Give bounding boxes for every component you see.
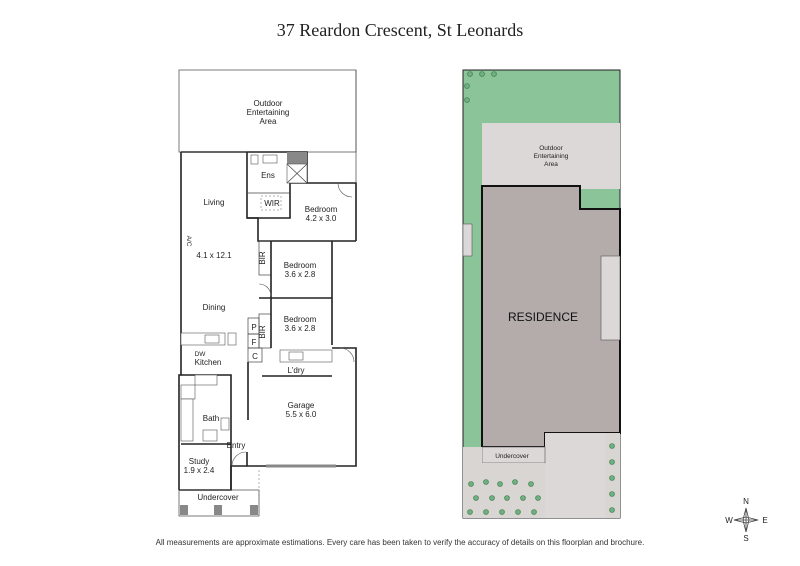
dining-label: Dining [203,303,226,312]
compass-s: S [743,534,748,543]
study-size: 1.9 x 2.4 [184,466,215,475]
living-label: Living [204,198,225,207]
residence-label: RESIDENCE [508,310,578,324]
wir-label: WIR [264,199,280,208]
outdoor-label-1: Outdoor [254,99,283,108]
north-wall [181,151,357,241]
laundry-label: L'dry [287,366,304,375]
entry-label: Entry [227,441,246,450]
fridge-label: F [252,338,257,347]
driveway [545,433,605,518]
outdoor-label-3: Area [260,117,277,126]
site-outdoor-label-1: Outdoor [539,145,563,152]
bir2-label: BIR [258,325,267,339]
pantry-label: P [251,323,256,332]
compass: N S E W [725,497,767,543]
siteplan: Outdoor Entertaining Area RESIDENCE Unde… [462,69,621,519]
compass-e: E [762,516,767,525]
outdoor-label-2: Entertaining [247,108,290,117]
bedroom2-label: Bedroom [284,261,317,270]
ensuite-label: Ens [261,171,275,180]
bedroom3-label: Bedroom [284,315,317,324]
living-size: 4.1 x 12.1 [196,251,232,260]
bedroom2-size: 3.6 x 2.8 [285,270,316,279]
site-undercover-label: Undercover [495,453,529,460]
cupboard-label: C [252,352,258,361]
garage-label: Garage [288,401,315,410]
compass-w: W [725,516,733,525]
bedroom1-label: Bedroom [305,205,338,214]
dw-label: DW [195,351,207,358]
site-outdoor-label-2: Entertaining [534,153,569,160]
undercover-label: Undercover [197,493,239,502]
bedroom1-size: 4.2 x 3.0 [306,214,337,223]
garage-size: 5.5 x 6.0 [286,410,317,419]
page-title: 37 Reardon Crescent, St Leonards [276,20,524,40]
bedroom3-size: 3.6 x 2.8 [285,324,316,333]
garage-wall [246,347,357,467]
site-outdoor-area [482,123,620,189]
disclaimer: All measurements are approximate estimat… [155,538,645,547]
floorplan: Outdoor Entertaining Area Ens WIR Bedroo… [178,69,357,517]
study-label: Study [189,457,209,466]
bath-label: Bath [203,414,219,423]
site-outdoor-label-3: Area [544,161,558,168]
kitchen-label: Kitchen [195,358,222,367]
compass-n: N [743,497,749,506]
bir1-label: BIR [258,251,267,265]
ac-label: A/C [185,236,192,247]
west-wall [178,152,182,490]
